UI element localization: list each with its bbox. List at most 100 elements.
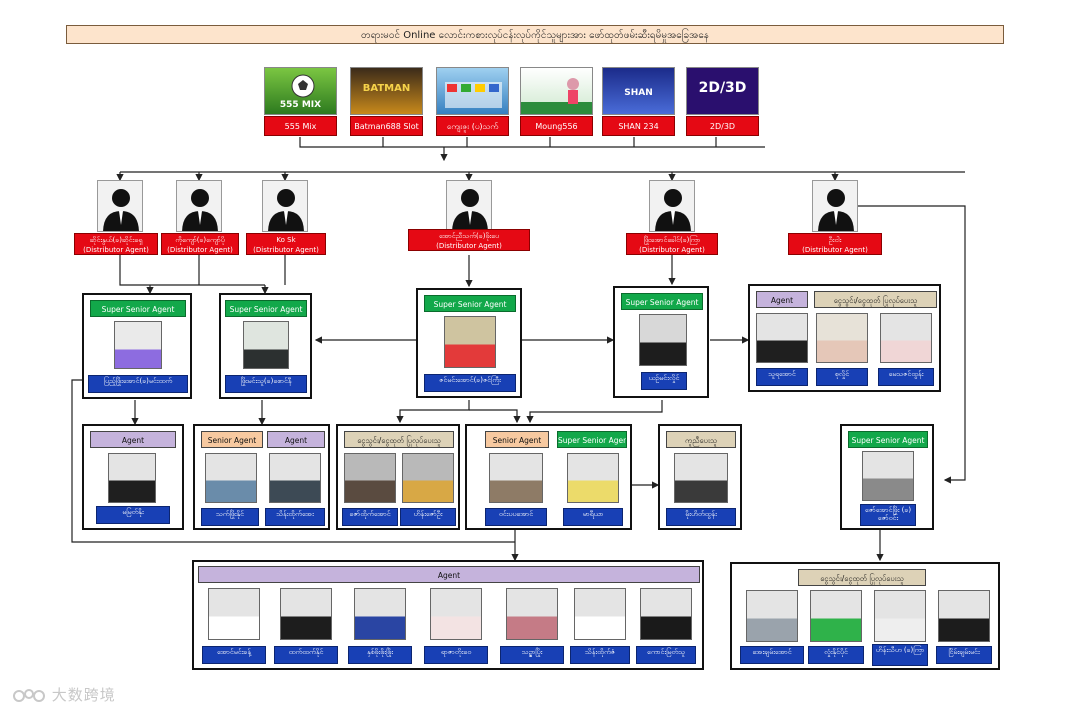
role-super-senior-agent: Super Senior Agent — [225, 300, 307, 317]
person-photo — [280, 588, 332, 640]
platform-label: Moung556 — [520, 116, 593, 136]
role-agent: Agent — [198, 566, 700, 583]
silhouette-icon — [649, 180, 695, 232]
person-photo — [674, 453, 728, 503]
app-grid-icon — [445, 82, 502, 108]
person-name: မမြတ်နိုး — [96, 506, 170, 524]
distributor-label: ဖြိုးအောင်ခေါင်(ခ)ကြာ (Distributor Agent… — [626, 233, 718, 255]
person-name: သိန်းထိုက်အေး — [265, 508, 325, 526]
agent-left-group: Agent မမြတ်နိုး — [82, 424, 184, 530]
person-photo — [205, 453, 257, 503]
person-photo — [354, 588, 406, 640]
person-name: သဉ္ဇာပြိုး — [500, 646, 564, 664]
person-name: လှုံးနိုင်ပိုင် — [808, 646, 864, 664]
person-photo — [862, 451, 914, 501]
person-banner-icon — [521, 78, 592, 114]
page-title: တရားမဝင် Online လောင်းကစားလုပ်ငန်းလုပ်ကိ… — [66, 25, 1004, 44]
person-photo — [489, 453, 543, 503]
person-photo — [574, 588, 626, 640]
platform-label: 2D/3D — [686, 116, 759, 136]
person-photo — [567, 453, 619, 503]
person-name: သိန်းထိုက်ဇံ — [570, 646, 630, 664]
distributor-name: အောင်ညီသက်(ခ)ဖိုးပေ — [438, 232, 500, 240]
person-name: အောင်မင်းခန့် — [202, 646, 266, 664]
person-photo — [938, 590, 990, 642]
senior-agent-center-group: Senior Agent Super Senior Agent ဝင်းပပအေ… — [465, 424, 632, 530]
person-photo — [810, 590, 862, 642]
person-name: ဇင်မင်းအောင်(ခ)ဇင်ကြီး — [424, 374, 516, 392]
silhouette-icon — [262, 180, 308, 232]
person-name: မေသဇင်ထွန်း — [878, 368, 934, 386]
ssa-far-right-group: Super Senior Agent ဇော်အောင်ဖြိုး (ခ) ဇေ… — [840, 424, 934, 530]
soccer-ball-icon — [291, 74, 315, 98]
person-name: ယဉ်မင်းလှိုင် — [641, 372, 687, 390]
person-photo — [444, 316, 496, 368]
person-photo — [640, 588, 692, 640]
person-photo — [344, 453, 396, 503]
agent-bottom-group: Agent အောင်မင်းခန့် ထက်ထက်နိုင် နှစ်ဖိုး… — [192, 560, 704, 670]
person-photo — [108, 453, 156, 503]
role-money-transfer: ငွေသွင်း/ငွေထုတ် ပြုလုပ်ပေးသူ — [814, 291, 937, 308]
banner-text: 555 MIX — [279, 100, 322, 110]
senior-agent-mid-group: Senior Agent Agent သက်ဖြိုးနိုင် သိန်းထိ… — [193, 424, 330, 530]
distributor-role: (Distributor Agent) — [802, 246, 868, 254]
role-senior-agent: Senior Agent — [201, 431, 263, 448]
platform-label: ကျေးဇူး (ပ)သက် — [436, 116, 509, 136]
ssa-mid-group: Super Senior Agent ဖြိုးမင်းသူ(ခ)စောင်နီ — [219, 293, 312, 399]
person-name: မာရီယာ — [563, 508, 623, 526]
role-money-transfer: ငွေသွင်း/ငွေထုတ် ပြုလုပ်ပေးသူ — [798, 569, 926, 586]
person-name: ဟိန်းဇော်ဦး — [400, 508, 456, 526]
person-photo — [208, 588, 260, 640]
banner-text: BATMAN — [362, 83, 411, 94]
banner-text: SHAN — [624, 88, 653, 98]
distributor-label: ကိုကျော်(ခ)ကျော်ပို (Distributor Agent) — [161, 233, 239, 255]
watermark-logo-icon — [13, 688, 45, 702]
person-photo — [746, 590, 798, 642]
person-name: စုလှိုင် — [816, 368, 868, 386]
distributor-role: (Distributor Agent) — [83, 246, 149, 254]
silhouette-icon — [812, 180, 858, 232]
person-photo — [269, 453, 321, 503]
person-name: ဖြိုးမင်းသူ(ခ)စောင်နီ — [225, 375, 307, 393]
silhouette-icon — [97, 180, 143, 232]
role-helper: ကူညီပေးသူ — [666, 431, 736, 448]
role-agent: Agent — [756, 291, 808, 308]
person-name: ထက်ထက်နိုင် — [274, 646, 338, 664]
person-name: ဝင်းပပအောင် — [485, 508, 547, 526]
agent-top-right-group: Agent ငွေသွင်း/ငွေထုတ် ပြုလုပ်ပေးသူ သူရအ… — [748, 284, 941, 392]
role-money-transfer: ငွေသွင်း/ငွေထုတ် ပြုလုပ်ပေးသူ — [344, 431, 454, 448]
person-name: သူရအောင် — [756, 368, 808, 386]
watermark-text: 大数跨境 — [51, 686, 116, 704]
distributor-role: (Distributor Agent) — [436, 242, 502, 250]
silhouette-icon — [446, 180, 492, 232]
person-photo — [880, 313, 932, 363]
money-transfer-bottom-group: ငွေသွင်း/ငွေထုတ် ပြုလုပ်ပေးသူ အေးချမ်းအေ… — [730, 562, 1000, 670]
person-photo — [874, 590, 926, 642]
money-transfer-mid-group: ငွေသွင်း/ငွေထုတ် ပြုလုပ်ပေးသူ ဇော်ထိုက်အ… — [336, 424, 460, 530]
person-photo — [756, 313, 808, 363]
role-super-senior-agent: Super Senior Agent — [90, 300, 186, 317]
distributor-name: ကိုကျော်(ခ)ကျော်ပို — [175, 236, 225, 244]
person-photo — [639, 314, 687, 366]
role-super-senior-agent: Super Senior Agent — [424, 295, 516, 312]
person-name: ပြည့်ဖြိုးအောင်(ခ)မင်းထက် — [88, 375, 188, 393]
distributor-name: ဦးငါး — [828, 236, 842, 244]
distributor-role: (Distributor Agent) — [639, 246, 705, 254]
distributor-label: ဦးငါး (Distributor Agent) — [788, 233, 882, 255]
person-name: ဟိန်းသီဟ (ခ)ကြာ — [872, 644, 928, 666]
helper-right-group: ကူညီပေးသူ မိုးဟိတ်ထွန်း — [658, 424, 742, 530]
person-photo — [402, 453, 454, 503]
person-name: နှစ်ဖိုးဖိုးဖြိုး — [348, 646, 412, 664]
person-photo — [816, 313, 868, 363]
distributor-role: (Distributor Agent) — [167, 246, 233, 254]
distributor-name: ဖြိုးအောင်ခေါင်(ခ)ကြာ — [643, 236, 701, 244]
role-super-senior-agent: Super Senior Agent — [557, 431, 627, 448]
role-senior-agent: Senior Agent — [485, 431, 549, 448]
role-agent: Agent — [90, 431, 176, 448]
person-photo — [506, 588, 558, 640]
platform-banner-batman: BATMAN — [350, 67, 423, 115]
platform-banner-3 — [436, 67, 509, 115]
distributor-name: ဆိုင်းနွယ်(ခ)ဆိုင်းရှေ — [89, 236, 143, 244]
platform-banner-2d3d: 2D/3D — [686, 67, 759, 115]
